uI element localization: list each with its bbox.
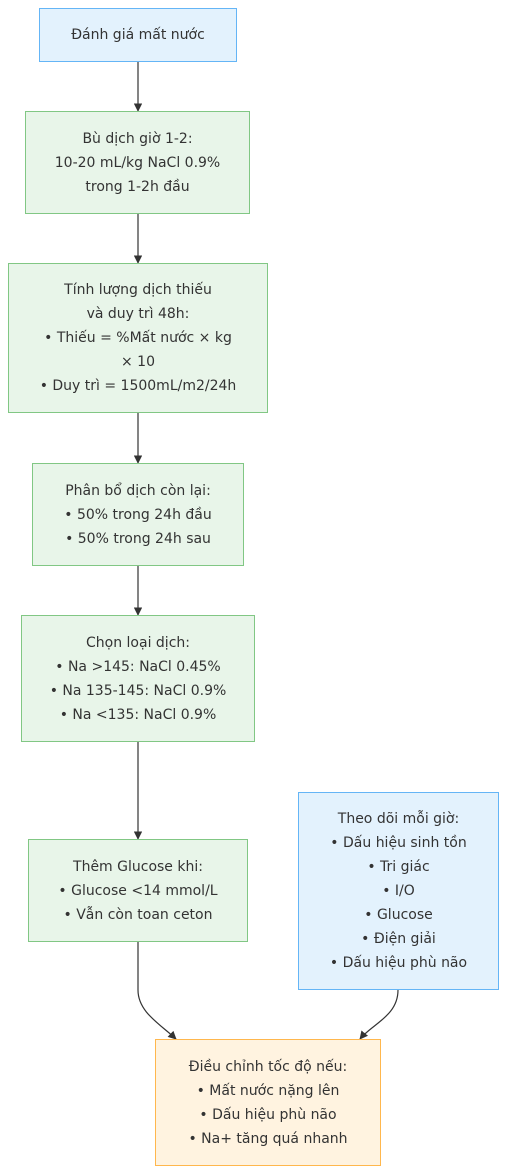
node-initial-bolus: Bù dịch giờ 1-2: 10-20 mL/kg NaCl 0.9% t… [25,111,250,214]
node-line: • Tri giác [367,859,430,875]
node-line: Điều chỉnh tốc độ nếu: [188,1058,348,1075]
node-line: • Duy trì = 1500mL/m2/24h [39,378,237,394]
node-line: Tính lượng dịch thiếu [64,282,212,298]
node-line: • Na+ tăng quá nhanh [188,1130,348,1147]
node-line: • Dấu hiệu phù não [329,955,468,971]
node-line: • Na >145: NaCl 0.45% [55,658,221,675]
arrow-glucose-to-adjust [137,942,177,1040]
node-line: Chọn loại dịch: [86,634,190,651]
node-calculate-deficit: Tính lượng dịch thiếu và duy trì 48h: • … [8,263,268,413]
arrow-monitor-to-adjust [359,989,399,1040]
node-assess-dehydration: Đánh giá mất nước [39,8,237,62]
node-line: trong 1-2h đầu [85,178,190,195]
node-line: • Dấu hiệu phù não [199,1106,337,1123]
node-line: • Thiếu = %Mất nước × kg [44,330,232,346]
node-line: • 50% trong 24h sau [65,530,211,547]
node-line: • Na 135-145: NaCl 0.9% [49,682,227,699]
node-line: × 10 [121,354,155,370]
node-line: • Dấu hiệu sinh tồn [330,835,467,851]
node-adjust-rate: Điều chỉnh tốc độ nếu: • Mất nước nặng l… [155,1039,381,1166]
node-line: 10-20 mL/kg NaCl 0.9% [54,154,221,171]
node-line: Phân bổ dịch còn lại: [65,482,211,499]
node-line: và duy trì 48h: [86,306,190,322]
node-line: • Điện giải [361,931,436,947]
node-line: • Mất nước nặng lên [196,1082,340,1099]
node-line: • Na <135: NaCl 0.9% [59,706,217,723]
node-distribute-fluid: Phân bổ dịch còn lại: • 50% trong 24h đầ… [32,463,244,566]
node-line: • I/O [382,883,415,899]
node-choose-fluid: Chọn loại dịch: • Na >145: NaCl 0.45% • … [21,615,255,742]
node-line: Đánh giá mất nước [71,27,205,43]
node-line: Bù dịch giờ 1-2: [82,130,193,147]
node-line: • Vẫn còn toan ceton [63,906,213,923]
node-add-glucose: Thêm Glucose khi: • Glucose <14 mmol/L •… [28,839,248,942]
node-line: Theo dõi mỗi giờ: [337,811,460,827]
node-line: Thêm Glucose khi: [73,858,203,875]
node-line: • 50% trong 24h đầu [64,506,212,523]
node-hourly-monitoring: Theo dõi mỗi giờ: • Dấu hiệu sinh tồn • … [298,792,499,990]
node-line: • Glucose <14 mmol/L [58,882,218,899]
node-line: • Glucose [364,907,433,923]
